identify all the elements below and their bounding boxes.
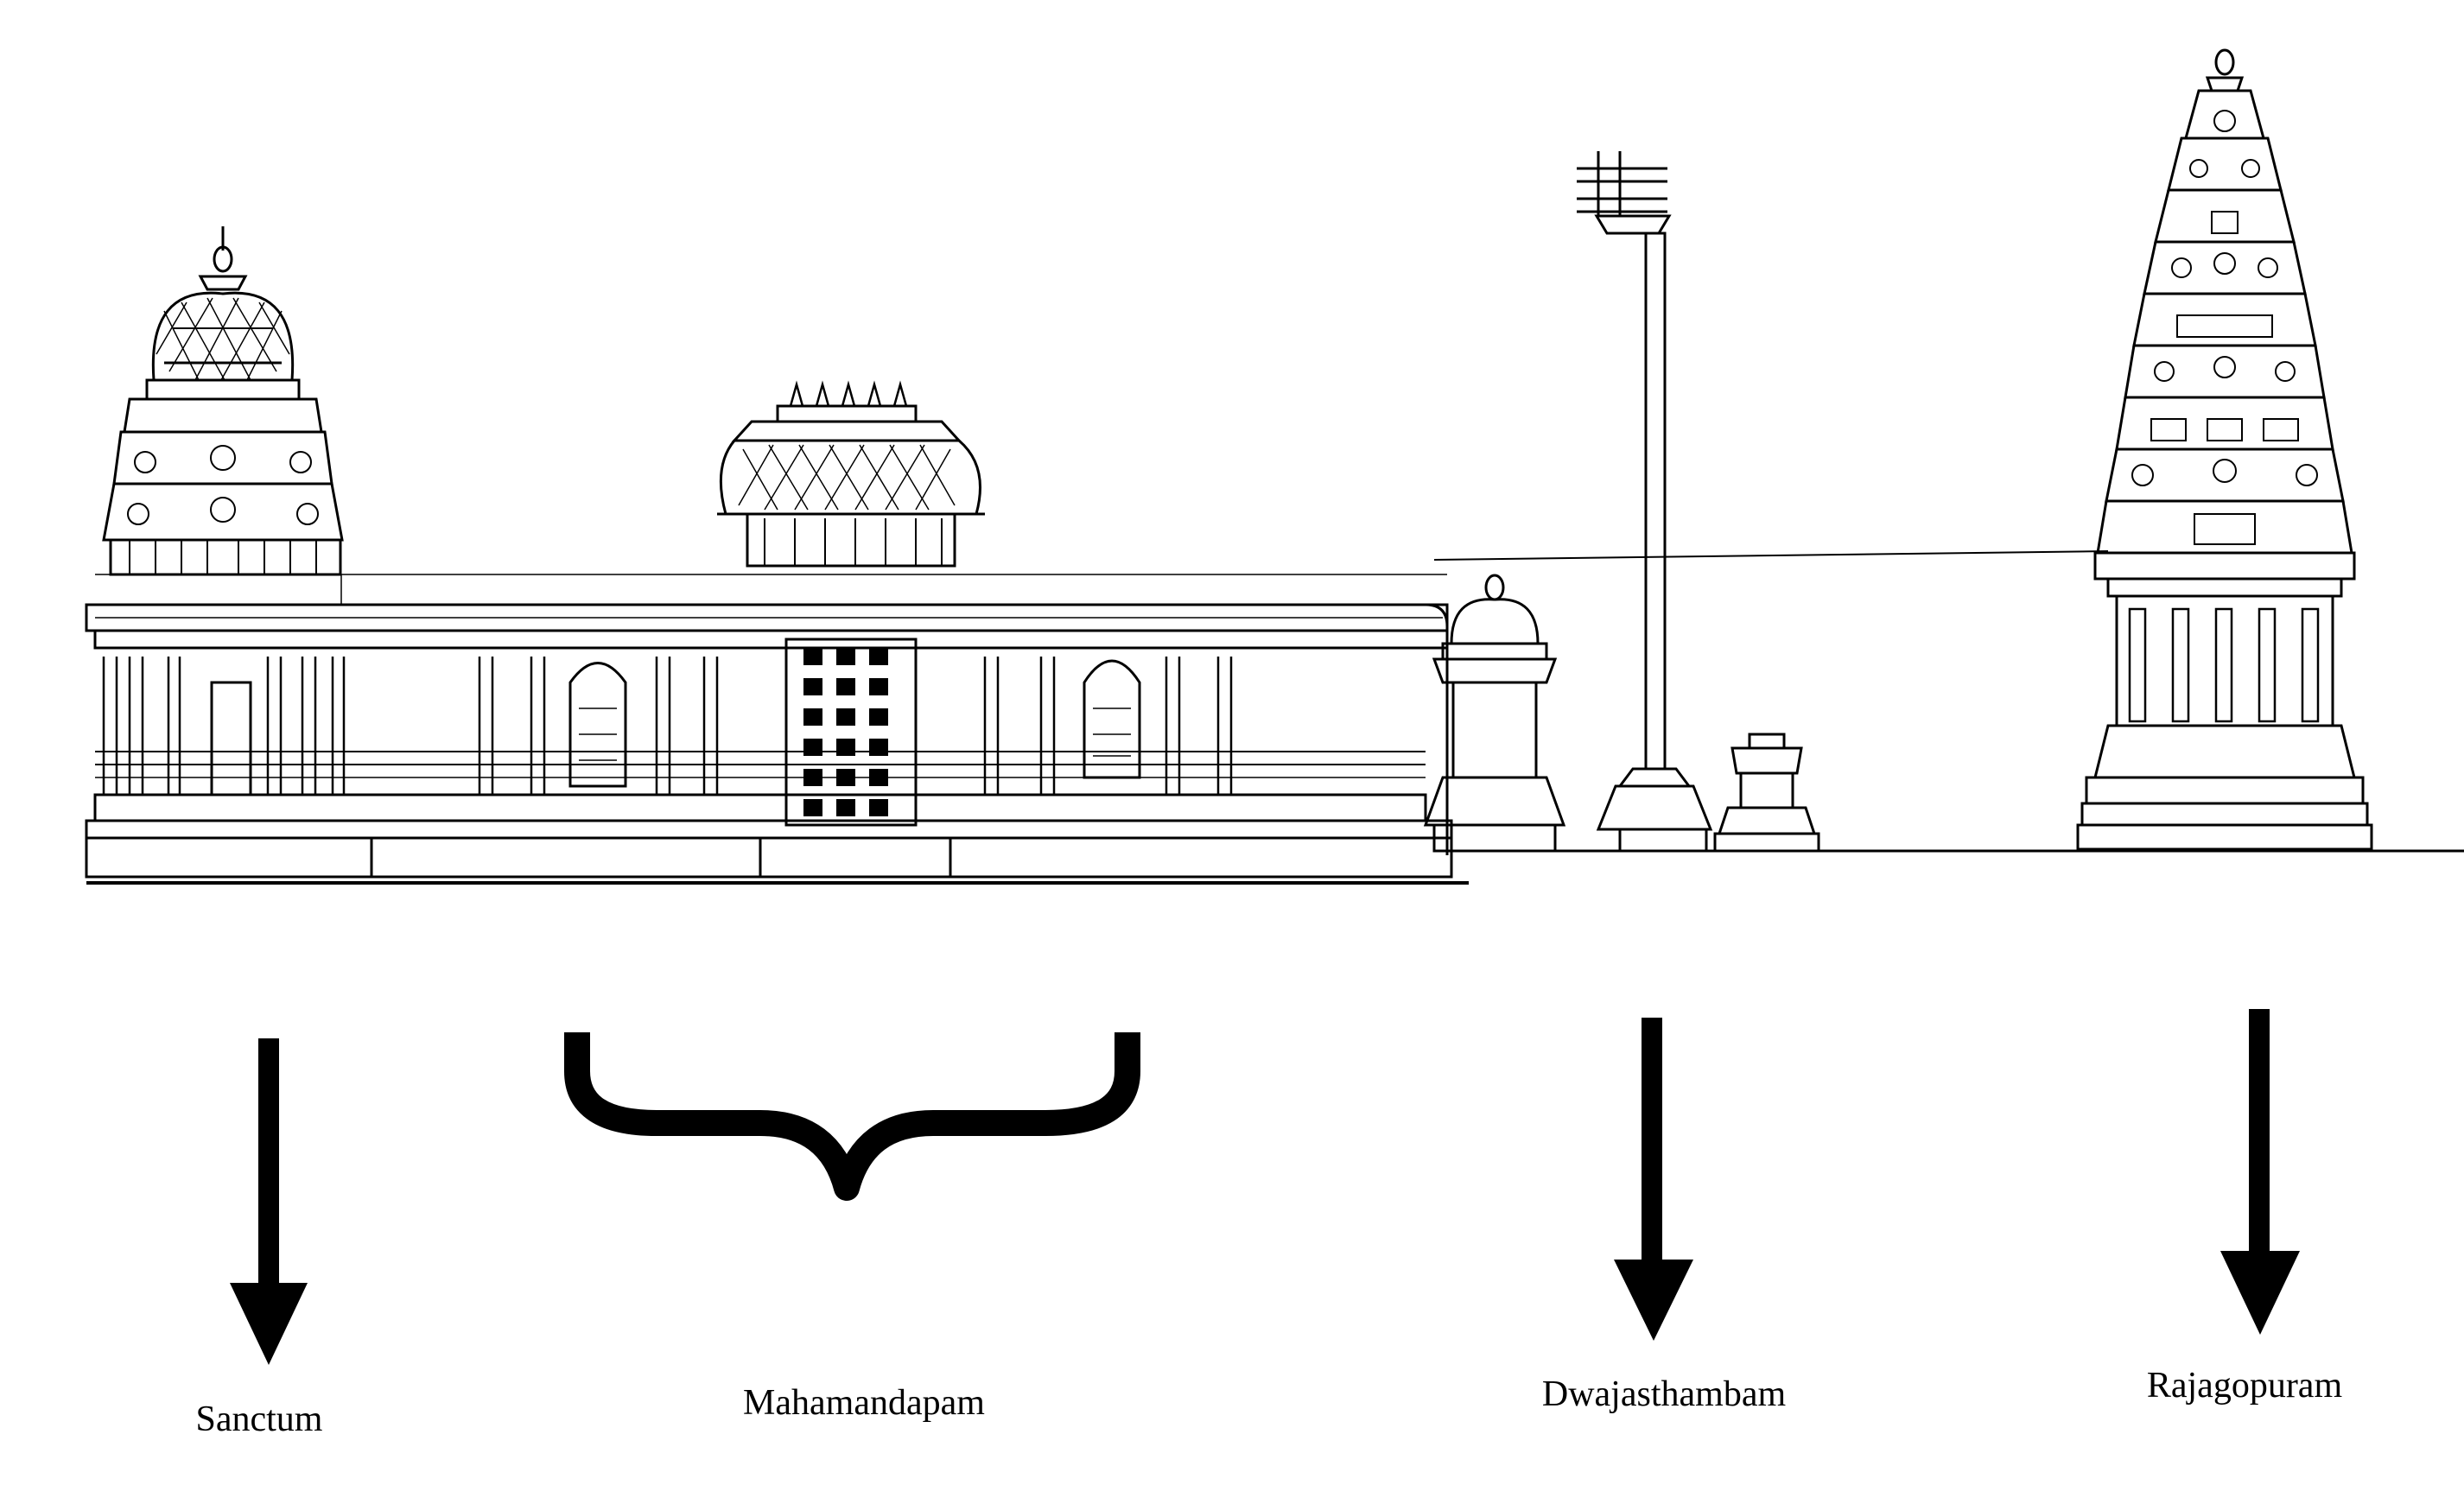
sanctum-arrow [230, 1038, 308, 1365]
balipeedam-altar [1713, 733, 1820, 853]
sanctum-tower [102, 226, 344, 576]
dwajasthambam-arrow [1614, 1018, 1693, 1341]
rajagopuram-arrow [2220, 1009, 2300, 1335]
rajagopuram-tower [2076, 48, 2373, 851]
dwajasthambam-mast [1577, 151, 1713, 853]
dwajasthambam-label: Dwajasthambam [1542, 1374, 1787, 1414]
sanctum-label: Sanctum [196, 1399, 323, 1439]
mahamandapam-brace [564, 1032, 1140, 1201]
mandapam-hall [85, 574, 1453, 879]
rajagopuram-label: Rajagopuram [2147, 1366, 2343, 1406]
mahamandapam-dome [717, 380, 985, 568]
ground-line [86, 550, 2464, 885]
small-shrine [1423, 574, 1566, 853]
mahamandapam-label: Mahamandapam [743, 1383, 985, 1423]
